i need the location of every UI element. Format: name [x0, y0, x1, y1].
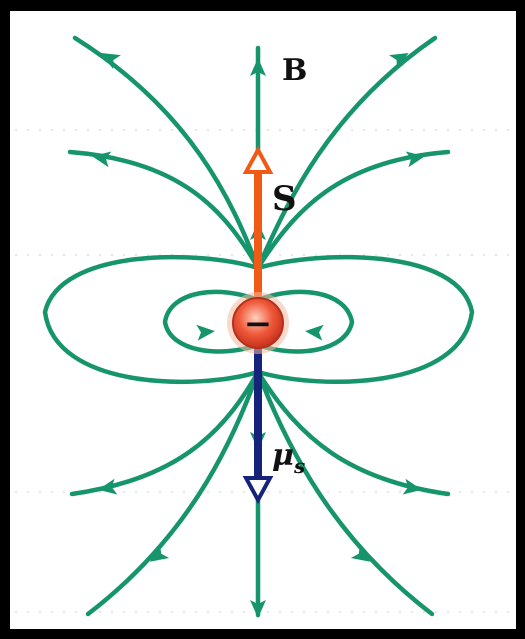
field-line-bottom-left — [85, 369, 261, 617]
field-label-b: B — [282, 53, 307, 88]
field-loop-inner-right — [255, 289, 355, 354]
moment-label-symbol: μ — [272, 438, 294, 473]
spin-label-s: S — [272, 179, 297, 219]
arrowhead — [149, 544, 170, 562]
electron-charge-sign: − — [244, 304, 273, 344]
field-line-outer-left — [72, 35, 261, 271]
arrowhead — [402, 478, 422, 495]
arrowhead — [101, 53, 121, 69]
field-line-lower-left — [69, 369, 261, 497]
field-line-upper-left — [67, 149, 261, 271]
arrowhead — [98, 478, 118, 495]
arrowhead — [250, 600, 266, 618]
field-lines — [42, 35, 475, 618]
arrowhead — [250, 58, 266, 76]
arrowhead — [350, 544, 371, 562]
moment-label: μs — [272, 438, 305, 478]
arrowhead — [389, 53, 409, 69]
field-line-bottom-right — [255, 369, 435, 617]
spin-vector-arrow — [242, 145, 274, 300]
arrowhead — [405, 151, 425, 168]
electron: − — [227, 292, 289, 354]
magnetic-moment-arrow — [242, 345, 274, 505]
field-loop-outer-left — [42, 254, 261, 384]
arrowhead — [92, 151, 112, 168]
moment-label-subscript: s — [293, 454, 305, 478]
arrowhead — [305, 324, 324, 341]
field-loop-outer-right — [255, 254, 475, 384]
arrowhead — [196, 324, 215, 341]
field-loop-inner-left — [162, 289, 261, 354]
